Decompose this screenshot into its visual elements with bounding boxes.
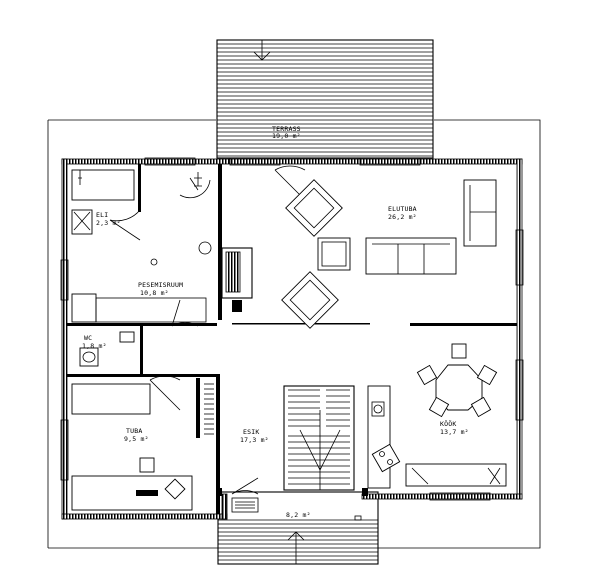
room-area-wc: 1,8 m²: [82, 342, 107, 350]
room-area-terrass: 19,0 m²: [272, 132, 301, 140]
room-name-tuba: TUBA: [126, 427, 142, 435]
bedroom-furniture: [71, 383, 214, 511]
kitchen-cabinets: [367, 385, 507, 489]
porch-deck: [217, 491, 379, 565]
room-name-terrass: TERRASS: [272, 125, 301, 133]
room-name-pesemisruum: PESEMISRUUM: [138, 281, 183, 289]
living-furniture: [281, 179, 497, 329]
fireplace: [221, 247, 253, 312]
room-area-esik: 17,3 m²: [240, 436, 269, 444]
terrace-deck: [216, 39, 434, 159]
room-name-kook: KÖÖK: [440, 419, 456, 428]
room-area-kook: 13,7 m²: [440, 428, 469, 436]
site-boundary: [47, 119, 541, 549]
room-area-pesemisruum: 10,8 m²: [140, 289, 169, 297]
windows: [60, 157, 524, 501]
room-name-wc: WC: [84, 334, 92, 342]
room-name-eli: ELI: [96, 211, 108, 219]
room-area-elutuba: 26,2 m²: [388, 213, 417, 221]
room-area-tuba: 9,5 m²: [124, 435, 149, 443]
room-name-esik: ESIK: [243, 428, 259, 436]
dining-furniture: [416, 343, 498, 418]
bathroom-fixtures: [71, 169, 212, 367]
room-area-eli: 2,3 m²: [96, 219, 121, 227]
outer-walls: [61, 158, 523, 520]
room-labels: TERRASS 19,0 m² ELI 2,3 m² ELUTUBA 26,2 …: [82, 125, 469, 519]
room-name-elutuba: ELUTUBA: [388, 205, 417, 213]
doors: [109, 165, 306, 495]
staircase: [283, 385, 355, 491]
room-area-porch: 8,2 m²: [286, 511, 311, 519]
interior-walls: [67, 164, 517, 514]
